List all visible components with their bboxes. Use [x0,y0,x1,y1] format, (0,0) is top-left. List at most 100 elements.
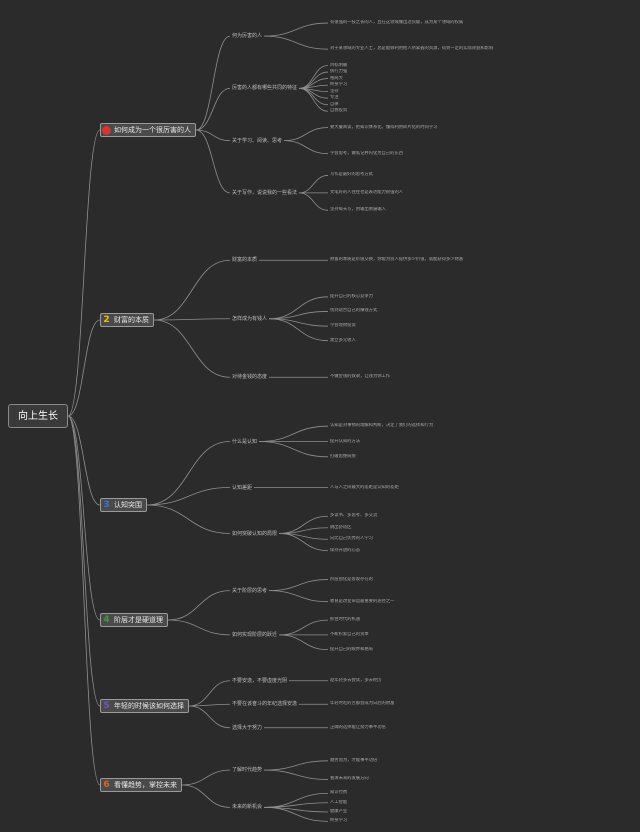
leaf-text: 要大量阅读，把知识体系化，懂得利用碎片化的时间学习 [330,124,438,130]
connector-line [167,590,231,621]
connector-line [153,319,231,378]
branch-node-3[interactable]: 3 认知突围 [100,498,147,512]
connector-line [278,515,329,534]
leaf-text: 专注 [330,95,339,101]
leaf-text: 打破思维局限 [330,453,356,459]
subtopic-node[interactable]: 财富的本质 [232,257,258,264]
connector-line [195,87,231,131]
leaf-text: 多读书、多思考、多交流 [330,513,378,519]
branch-node-5[interactable]: 5 年轻的时候该如何选择 [100,699,189,713]
connector-line [67,415,101,506]
connector-line [298,87,329,112]
connector-line [181,784,231,808]
connector-line [298,65,329,89]
leaf-text: 跳出舒适区 [330,524,352,530]
connector-line [268,318,329,327]
connector-line [188,703,231,707]
leaf-text: 坚持每天写，用输出倒逼输入 [330,207,386,213]
leaf-text: 自我投资 [330,108,348,114]
leaf-text: 自律 [330,101,339,107]
connector-line [146,487,231,506]
connector-line [67,415,101,786]
subtopic-node[interactable]: 认知差距 [232,484,253,491]
branch-number-badge: 5 [103,700,110,711]
connector-line [195,35,231,131]
leaf-text: 写作是最好的思考方式 [330,172,373,178]
branch-label: 认知突围 [114,501,142,509]
subtopic-node[interactable]: 不要安逸，不要虚度光阴 [232,677,288,684]
subtopic-node[interactable]: 未来的新机会 [232,804,263,811]
subtopic-node[interactable]: 如何突破认知的局限 [232,530,278,537]
leaf-text: 提升自己的核心竞争力 [330,293,373,299]
root-node[interactable]: 向上生长 [8,404,68,428]
connector-line [188,705,231,729]
leaf-text: 年轻时吃的苦都会成为日后的财富 [330,701,395,707]
connector-line [278,533,329,540]
leaf-text: 终身学习 [330,82,348,88]
connector-line [278,527,329,534]
connector-line [283,127,329,142]
leaf-text: 有很强的一技之长的人，且在这领域做出过贡献，成为某个领域的权威 [330,20,464,26]
connector-line [195,129,231,194]
connector-line [167,619,231,636]
leaf-text: 不做金钱的奴隶，让钱为你工作 [330,374,391,380]
connector-line [258,441,329,458]
leaf-text: 趁年轻多去尝试，多去经历 [330,677,382,683]
connector-line [298,87,329,106]
connector-line [146,504,231,534]
subtopic-node[interactable]: 选择大于努力 [232,724,263,731]
connector-line [181,769,231,786]
subtopic-node[interactable]: 什么是认知 [232,438,258,445]
subtopic-node[interactable]: 何为厉害的人 [232,33,263,40]
connector-line [153,259,231,321]
subtopic-node[interactable]: 关于阶层的思考 [232,587,268,594]
leaf-text: 抓住时代的机遇 [330,617,361,623]
leaf-text: 找到适合自己的赚钱方式 [330,308,378,314]
branch-number-badge: 3 [103,499,110,510]
connector-line [188,680,231,707]
leaf-text: 保持开放的心态 [330,547,361,553]
subtopic-node[interactable]: 怎样成为有钱人 [232,315,268,322]
connector-line [298,87,329,93]
leaf-text: 对于某领域的专业人士，总是能够利用他人所掌握的资源，得到一定的实际效益和影响 [330,46,494,52]
connector-line [263,802,329,808]
leaf-text: 教育是改变命运最重要的途径之一 [330,598,395,604]
leaf-text: 文笔好的人往往也是表达能力很强的人 [330,189,404,195]
subtopic-node[interactable]: 如何实现阶层的跃迁 [232,631,278,638]
leaf-text: 格局大 [330,75,343,81]
leaf-text: 学会理财投资 [330,323,356,329]
subtopic-node[interactable]: 了解时代趋势 [232,767,263,774]
leaf-text: 建立多元收入 [330,337,356,343]
connector-line [67,129,101,417]
connector-line [263,769,329,780]
connector-line [268,579,329,592]
leaf-text: 提升认知的方法 [330,438,361,444]
subtopic-node[interactable]: 关于学习、阅读、思考 [232,137,283,144]
leaf-text: 提升自己的眼界和格局 [330,646,373,652]
subtopic-node[interactable]: 厉害的人都有哪些共同的特征 [232,85,298,92]
subtopic-node[interactable]: 关于写作，说说我的一些看法 [232,189,298,196]
subtopic-node[interactable]: 对待金钱的态度 [232,374,268,381]
branch-label: 年轻的时候该如何选择 [114,702,184,710]
branch-number-badge: 6 [103,779,110,790]
branch-number-badge: 1 [102,125,111,135]
connector-line [298,175,329,194]
leaf-text: 认知是对事物的理解和判断，决定了我们的选择和行为 [330,423,434,429]
connector-line [263,806,329,822]
leaf-text: 人工智能 [330,799,348,805]
connector-line [263,806,329,813]
leaf-text: 执行力强 [330,69,348,75]
connector-line [298,87,329,99]
subtopic-node[interactable]: 不要在该奋斗的年纪选择安逸 [232,701,298,708]
branch-number-badge: 2 [103,314,110,325]
connector-line [195,129,231,142]
branch-number-badge: 4 [103,614,110,625]
leaf-text: 看清未来的发展方向 [330,776,369,782]
leaf-text: 向比自己优秀的人学习 [330,536,373,542]
connector-line [268,318,329,342]
leaf-text: 阶层固化是客观存在的 [330,576,373,582]
